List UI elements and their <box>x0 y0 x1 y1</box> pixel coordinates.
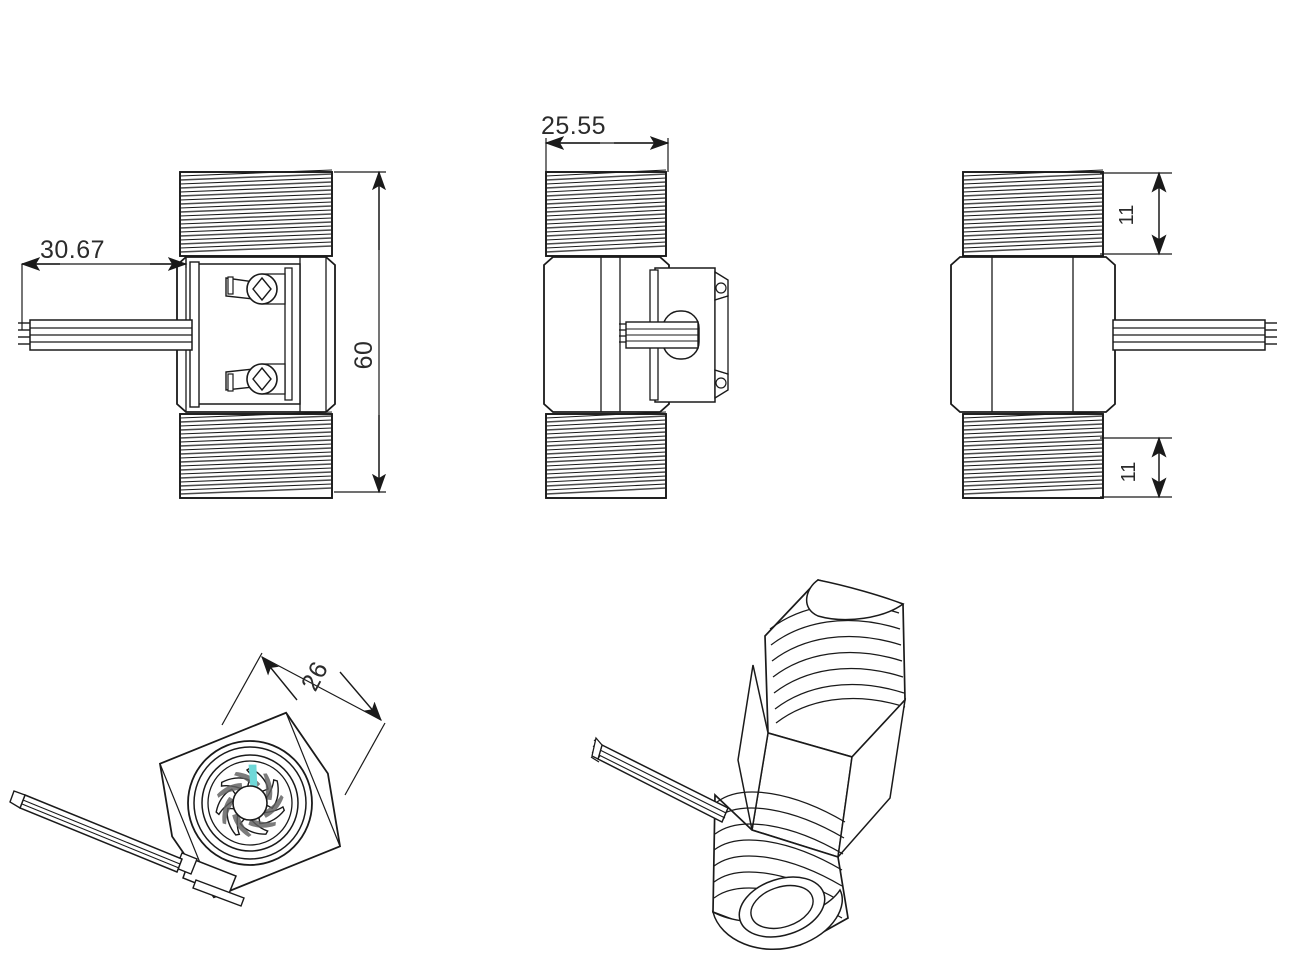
dimension-thread-length-top: 11 <box>1100 171 1172 256</box>
threaded-nipple-top-side <box>545 169 667 257</box>
threaded-nipple-top-rear <box>962 169 1104 257</box>
threaded-nipple-bottom-rear <box>962 411 1104 499</box>
dimension-label-60: 60 <box>350 341 378 370</box>
impeller-blade-shading <box>217 772 284 838</box>
dimension-wire-length: 30.67 <box>20 236 188 330</box>
threaded-nipple-bottom-side <box>545 411 667 499</box>
three-wire-cable-iso <box>590 736 729 824</box>
screw-top <box>246 273 278 305</box>
hex-body-side <box>543 256 670 413</box>
three-wire-cable-rear <box>1112 319 1277 351</box>
connector-body-section <box>175 852 245 907</box>
wire-lead-section <box>9 790 183 873</box>
view-rear: 11 11 <box>950 169 1277 499</box>
view-section: 26 <box>9 652 386 907</box>
dimension-label-30-67: 30.67 <box>40 236 105 264</box>
threaded-nipple-bottom-front <box>179 411 333 499</box>
dimension-body-width: 25.55 <box>541 112 670 172</box>
hex-body-rear <box>950 256 1116 413</box>
view-side: 25.55 <box>541 112 729 499</box>
impeller-rotor <box>187 740 313 866</box>
dimension-label-25-55: 25.55 <box>541 112 606 140</box>
cable-gland-side <box>619 310 700 360</box>
threaded-nipple-top <box>179 169 333 257</box>
dimension-thread-length-bottom: 11 <box>1100 436 1172 499</box>
threaded-nipple-upper-iso <box>764 579 906 758</box>
dimension-overall-height: 60 <box>334 170 386 494</box>
dimension-label-11-top: 11 <box>1116 205 1138 226</box>
rotor-hub <box>232 785 268 821</box>
view-isometric <box>590 579 907 950</box>
three-wire-cable-front <box>18 319 193 351</box>
screw-bottom <box>246 363 278 395</box>
threaded-nipple-lower-iso <box>711 791 849 950</box>
sensor-module <box>189 261 301 408</box>
hex-body-iso <box>737 664 907 860</box>
view-front: 30.67 60 <box>18 169 386 499</box>
dimension-label-11-bottom: 11 <box>1118 462 1140 483</box>
